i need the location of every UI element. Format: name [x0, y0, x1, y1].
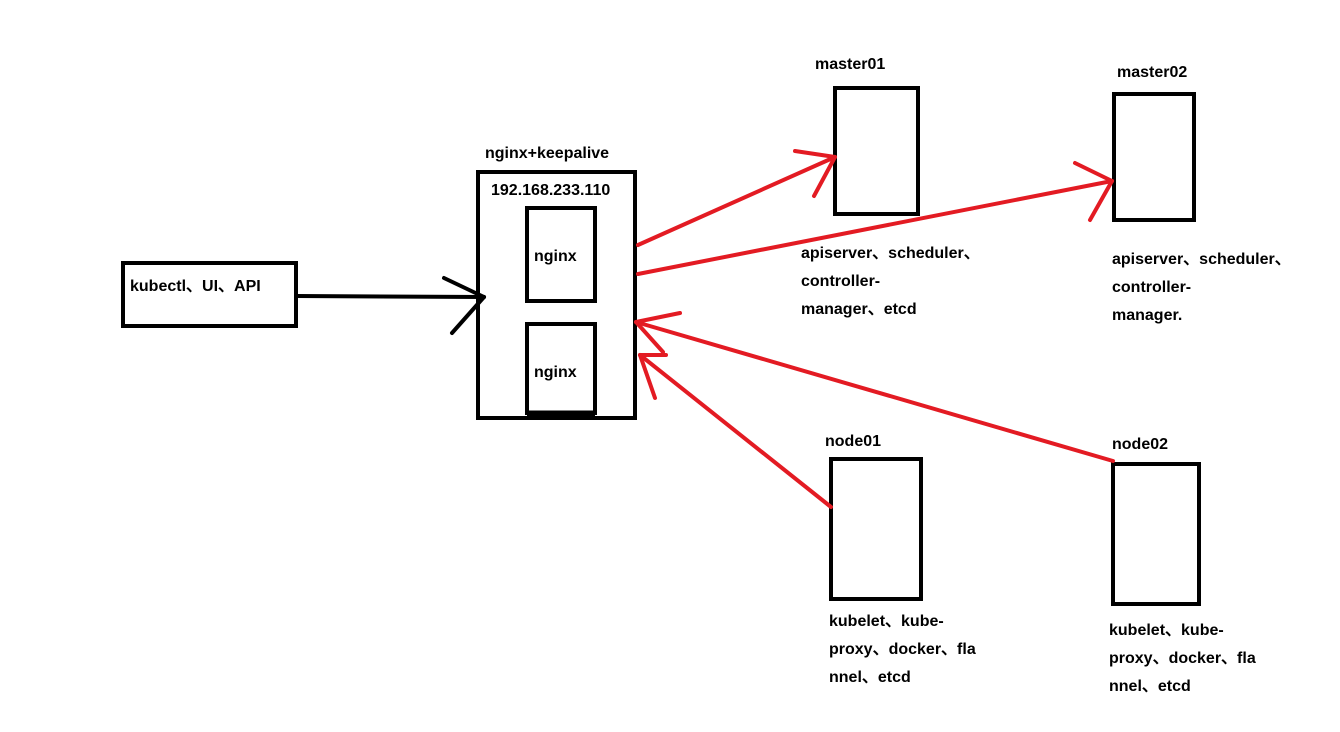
node02-component-line: nnel、etcd: [1109, 678, 1191, 695]
node02-component-line: kubelet、kube-: [1109, 622, 1224, 639]
balancer-to-master02-arrow: [636, 161, 1114, 276]
master02-component-line: manager.: [1112, 307, 1183, 324]
node01-component-line: nnel、etcd: [829, 669, 911, 686]
node01-box: [829, 457, 923, 601]
client-label: kubectl、UI、API: [130, 278, 261, 295]
node02-component-line: proxy、docker、fla: [1109, 650, 1256, 667]
node01-title: node01: [825, 433, 882, 450]
master02-component-line: controller-: [1112, 279, 1192, 296]
master02-box: [1112, 92, 1196, 222]
master01-component-line: manager、etcd: [801, 301, 917, 318]
master02-component-line: apiserver、scheduler、: [1112, 251, 1291, 268]
balancer-to-master01-arrow: [636, 149, 837, 247]
node02-title: node02: [1112, 436, 1169, 453]
master01-components: apiserver、scheduler、 controller- manager…: [801, 240, 980, 324]
balancer-vip: 192.168.233.110: [491, 182, 611, 199]
node01-components: kubelet、kube- proxy、docker、fla nnel、etcd: [829, 608, 976, 692]
nginx-top-box: [525, 206, 597, 303]
master01-box: [833, 86, 920, 216]
node02-to-balancer-arrow: [634, 311, 1115, 463]
nginx-top-label: nginx: [534, 248, 577, 265]
node02-components: kubelet、kube- proxy、docker、fla nnel、etcd: [1109, 617, 1256, 701]
node01-component-line: proxy、docker、fla: [829, 641, 976, 658]
node02-box: [1111, 462, 1201, 606]
node01-to-balancer-arrow: [638, 353, 833, 509]
nginx-bottom-label: nginx: [534, 364, 577, 381]
master01-component-line: apiserver、scheduler、: [801, 245, 980, 262]
balancer-box: [476, 170, 637, 420]
master01-title: master01: [815, 56, 886, 73]
node01-component-line: kubelet、kube-: [829, 613, 944, 630]
master01-component-line: controller-: [801, 273, 881, 290]
master02-title: master02: [1117, 64, 1188, 81]
balancer-title: nginx+keepalive: [485, 145, 610, 162]
master02-components: apiserver、scheduler、 controller- manager…: [1112, 246, 1291, 330]
client-to-balancer-arrow: [294, 276, 486, 335]
